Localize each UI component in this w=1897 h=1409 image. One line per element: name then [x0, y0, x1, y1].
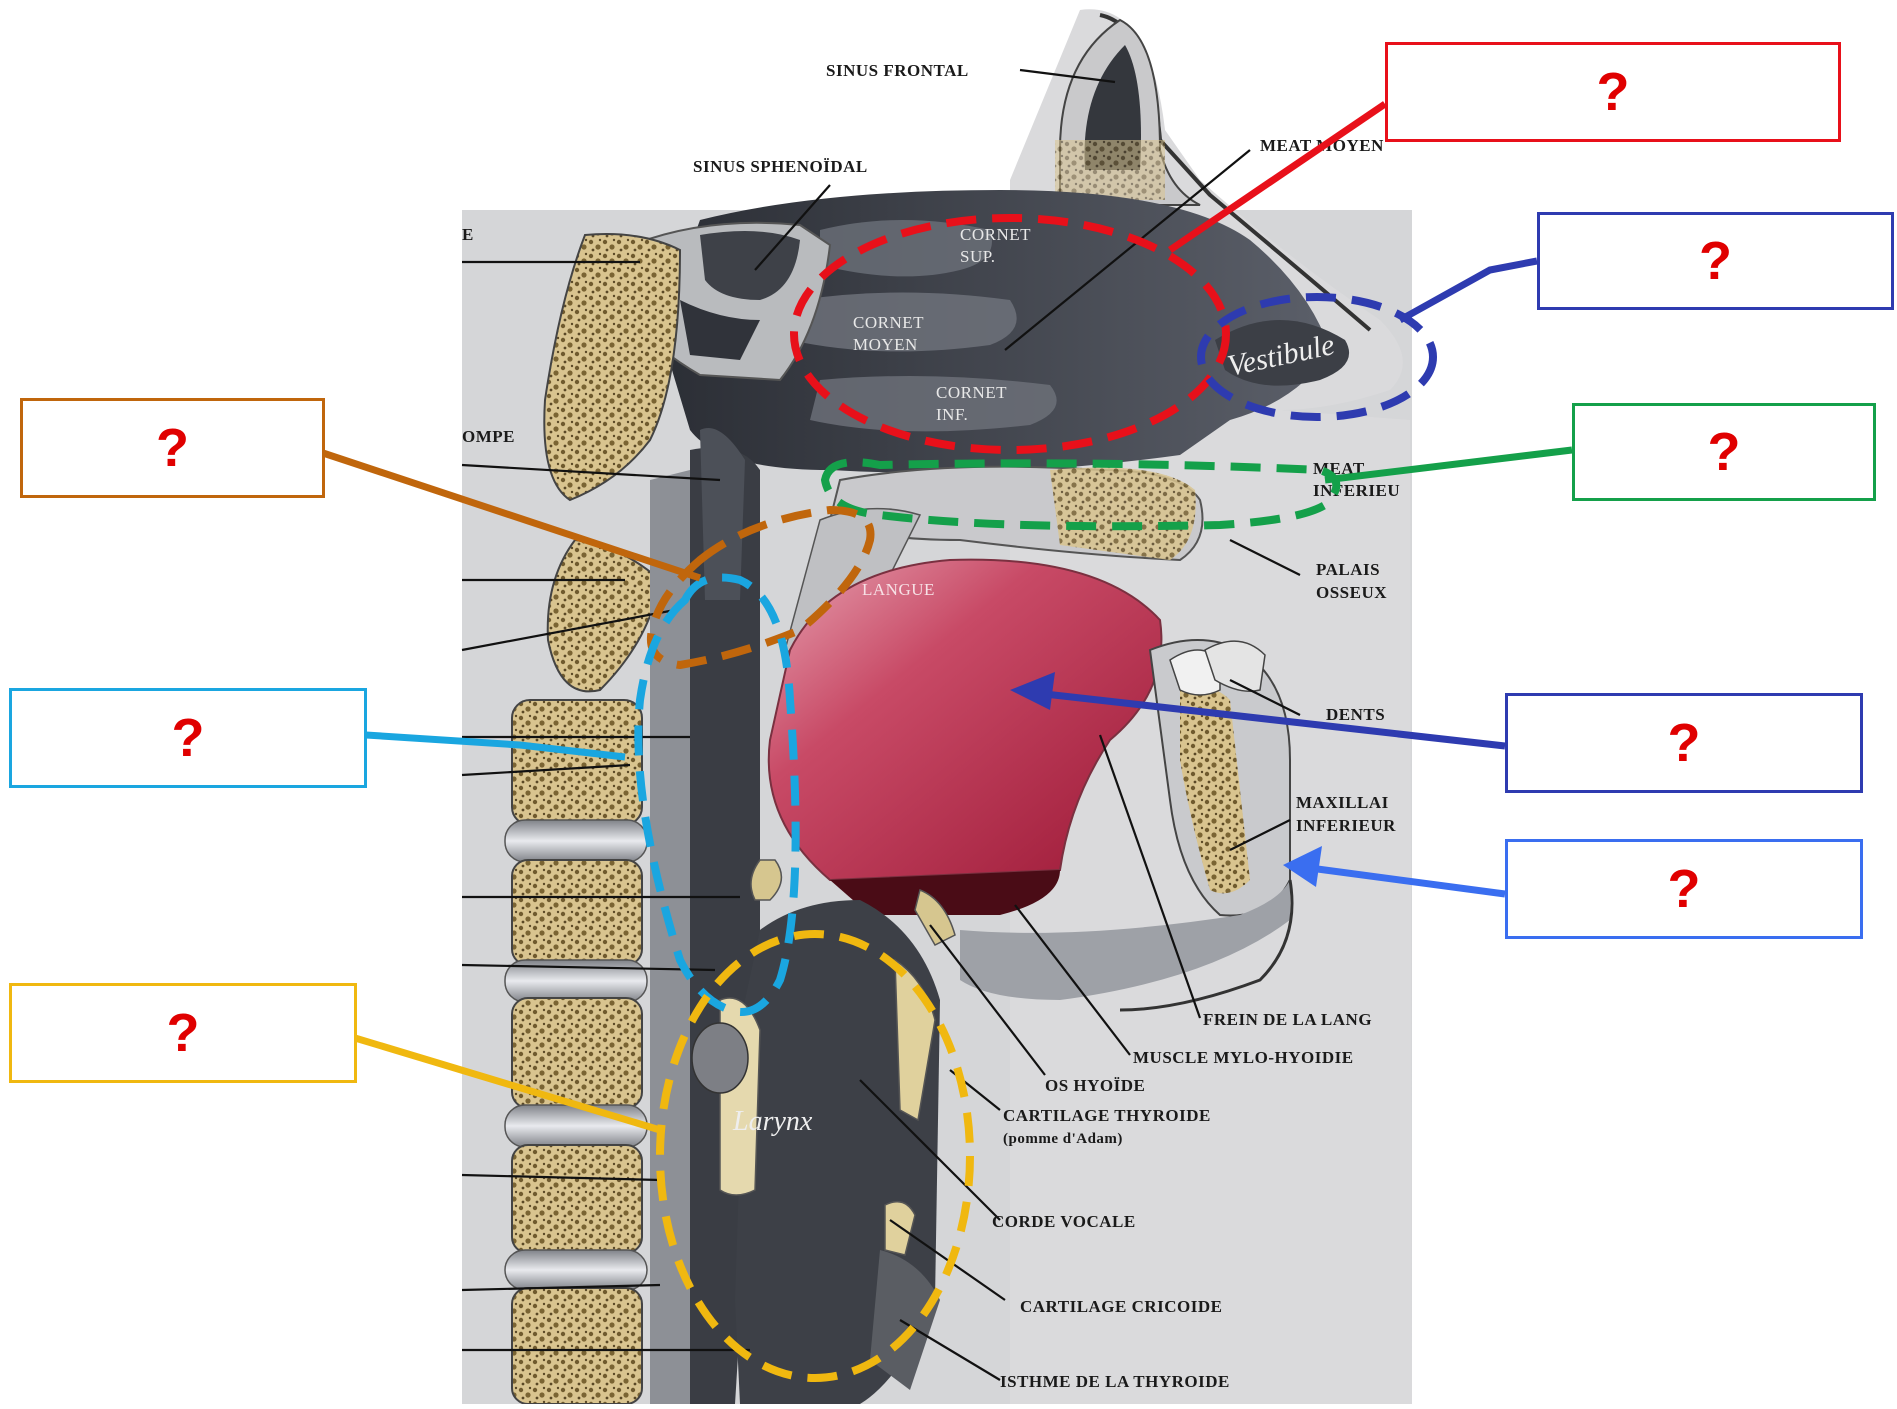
question-mark: ? [172, 711, 205, 765]
label-cornet-inf-1: CORNET [936, 383, 1007, 402]
label-os-hyoide: OS HYOÏDE [1045, 1076, 1145, 1095]
label-cornet-sup-1: CORNET [960, 225, 1031, 244]
label-dents: DENTS [1326, 705, 1385, 724]
label-cartilage-cricoide: CARTILAGE CRICOIDE [1020, 1297, 1223, 1316]
question-box-blue[interactable]: ? [1505, 839, 1863, 939]
question-box-cyan[interactable]: ? [9, 688, 367, 788]
question-mark: ? [167, 1006, 200, 1060]
label-maxillaire-2: INFERIEUR [1296, 816, 1396, 835]
label-langue: LANGUE [862, 580, 935, 599]
question-mark: ? [1668, 862, 1701, 916]
question-mark: ? [1668, 716, 1701, 770]
label-cornet-moyen-2: MOYEN [853, 335, 918, 354]
question-mark: ? [1597, 65, 1630, 119]
label-cornet-moyen-1: CORNET [853, 313, 924, 332]
label-cornet-inf-2: INF. [936, 405, 968, 424]
label-palais-osseux-2: OSSEUX [1316, 583, 1387, 602]
label-sinus-sphenoidal: SINUS SPHENOÏDAL [693, 157, 868, 176]
question-box-yellow[interactable]: ? [9, 983, 357, 1083]
label-edge-e: E [462, 225, 474, 244]
question-box-green[interactable]: ? [1572, 403, 1876, 501]
label-meat-inferieur-2: INFERIEU [1313, 481, 1400, 500]
question-mark: ? [1699, 234, 1732, 288]
label-trompe: OMPE [462, 427, 515, 446]
label-cornet-sup-2: SUP. [960, 247, 996, 266]
label-cartilage-thyroide-2: (pomme d'Adam) [1003, 1131, 1123, 1147]
question-box-indigo[interactable]: ? [1505, 693, 1863, 793]
label-cartilage-thyroide-1: CARTILAGE THYROIDE [1003, 1106, 1211, 1125]
question-box-navy[interactable]: ? [1537, 212, 1894, 310]
label-sinus-frontal: SINUS FRONTAL [826, 61, 969, 80]
label-isthme: ISTHME DE LA THYROIDE [1000, 1372, 1230, 1391]
question-mark: ? [1708, 425, 1741, 479]
label-palais-osseux-1: PALAIS [1316, 560, 1380, 579]
question-box-orange[interactable]: ? [20, 398, 325, 498]
label-corde-vocale: CORDE VOCALE [992, 1212, 1136, 1231]
question-mark: ? [156, 421, 189, 475]
label-maxillaire-1: MAXILLAI [1296, 793, 1389, 812]
pointer-navy [1400, 261, 1537, 320]
question-box-red[interactable]: ? [1385, 42, 1841, 142]
label-larynx: Larynx [732, 1106, 813, 1137]
label-mylo: MUSCLE MYLO-HYOIDIE [1133, 1048, 1354, 1067]
label-frein: FREIN DE LA LANG [1203, 1010, 1372, 1029]
